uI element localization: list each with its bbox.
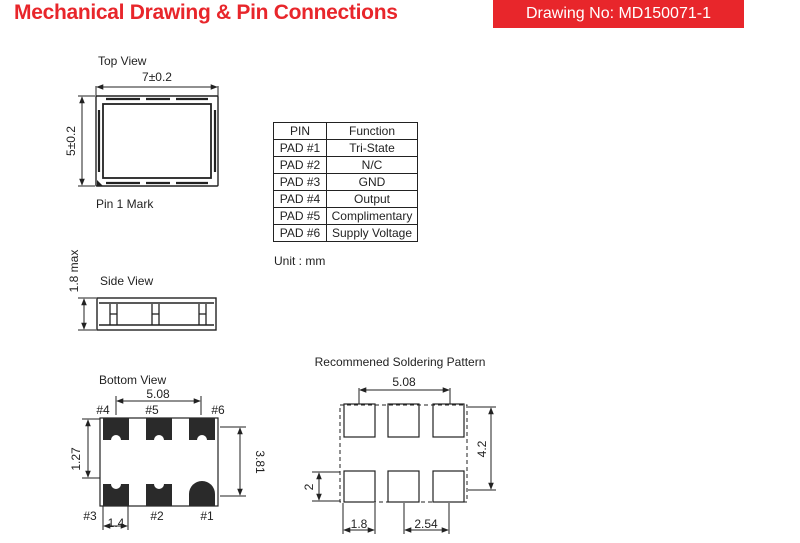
pad-5 xyxy=(146,418,172,440)
package-body-outline xyxy=(95,95,219,187)
top-view-label: Top View xyxy=(98,54,147,68)
side-view xyxy=(78,297,217,331)
land-pad xyxy=(387,470,420,503)
pad-4 xyxy=(103,418,129,440)
function-cell: Complimentary xyxy=(326,207,418,225)
bottom-view xyxy=(82,396,246,530)
pin-cell: PAD #4 xyxy=(273,190,327,208)
pad-6-label: #6 xyxy=(211,403,225,417)
top-view xyxy=(78,84,219,187)
pad-3 xyxy=(103,484,129,506)
pin-function-table: PIN Function PAD #1 Tri-State PAD #2 N/C… xyxy=(273,122,418,242)
side-height-dimension: 1.8 max xyxy=(67,250,81,293)
land-pad xyxy=(343,403,376,438)
table-row: PAD #6 Supply Voltage xyxy=(273,224,418,242)
side-view-label: Side View xyxy=(100,274,153,288)
pin-cell: PAD #6 xyxy=(273,224,327,242)
pad-5-label: #5 xyxy=(145,403,159,417)
pin-1-mark-label: Pin 1 Mark xyxy=(96,197,154,211)
drawing-number-badge: Drawing No: MD150071-1 xyxy=(493,0,744,28)
bottom-view-label: Bottom View xyxy=(99,373,166,387)
table-row: PAD #4 Output xyxy=(273,190,418,208)
solder-pad-height-dimension: 2 xyxy=(302,483,316,490)
pin-cell: PAD #3 xyxy=(273,173,327,191)
pin-column-header: PIN xyxy=(273,122,327,140)
bottom-row-pitch-dimension: 3.81 xyxy=(253,450,267,474)
top-height-dimension: 5±0.2 xyxy=(64,126,78,156)
solder-pad-width-dimension: 1.8 xyxy=(351,517,368,531)
table-header-row: PIN Function xyxy=(273,122,418,140)
land-pad xyxy=(343,470,376,503)
pad-2 xyxy=(146,484,172,506)
pad-3-label: #3 xyxy=(83,509,97,523)
soldering-pattern-label: Recommened Soldering Pattern xyxy=(315,355,486,369)
pad-2-label: #2 xyxy=(150,509,164,523)
pad-4-label: #4 xyxy=(96,403,110,417)
bottom-pad-width-dimension: 1.4 xyxy=(108,516,125,530)
pin-cell: PAD #2 xyxy=(273,156,327,174)
function-cell: Supply Voltage xyxy=(326,224,418,242)
unit-label: Unit : mm xyxy=(274,254,326,268)
land-pad xyxy=(432,403,465,438)
side-body-outline xyxy=(96,297,217,331)
top-width-dimension: 7±0.2 xyxy=(142,70,172,84)
land-pad xyxy=(432,470,465,503)
soldering-pattern xyxy=(312,387,496,534)
solder-pitch-dimension: 5.08 xyxy=(392,375,416,389)
pad-1-label: #1 xyxy=(200,509,214,523)
table-row: PAD #3 GND xyxy=(273,173,418,191)
solder-pad-pitch-dimension: 2.54 xyxy=(414,517,438,531)
pad-6 xyxy=(189,418,215,440)
bottom-row-gap-dimension: 1.27 xyxy=(69,447,83,471)
bottom-pitch-dimension: 5.08 xyxy=(146,387,170,401)
solder-height-dimension: 4.2 xyxy=(475,440,489,457)
land-pad xyxy=(387,403,420,438)
pad-1 xyxy=(189,481,215,506)
package-lid xyxy=(102,103,212,179)
table-row: PAD #5 Complimentary xyxy=(273,207,418,225)
pin-1-mark xyxy=(97,180,103,186)
solder-package-outline xyxy=(339,404,468,503)
page-title: Mechanical Drawing & Pin Connections xyxy=(14,1,398,24)
